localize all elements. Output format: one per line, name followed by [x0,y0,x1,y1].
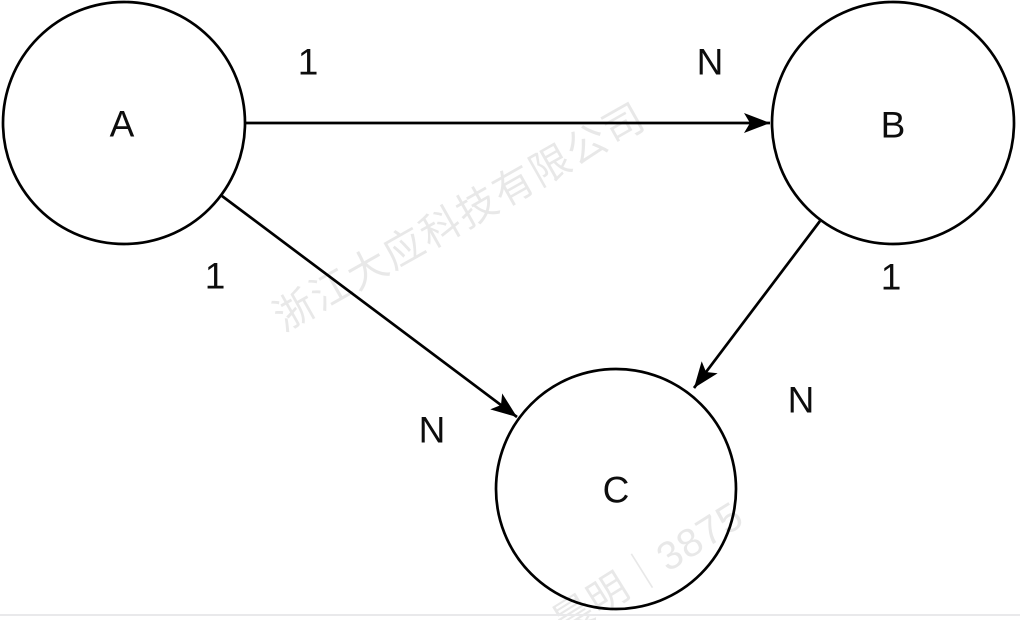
canvas-bottom-divider [0,614,1020,616]
edge-a-b-source-cardinality: 1 [297,41,319,83]
edge-a-c-line [221,194,518,419]
node-b-circle [770,0,1016,246]
node-a-circle [1,0,247,246]
edge-b-c-source-cardinality: 1 [880,256,902,298]
edge-a-b-target-cardinality: N [696,41,724,83]
edge-b-c-target-cardinality: N [787,379,815,421]
edge-a-c-target-cardinality: N [418,409,446,451]
node-c-circle [494,367,738,611]
edge-a-c-source-cardinality: 1 [204,255,226,297]
node-b-label: B [880,104,906,146]
node-c-label: C [602,469,630,511]
edge-b-c-line [692,220,822,389]
node-a-label: A [109,103,135,145]
